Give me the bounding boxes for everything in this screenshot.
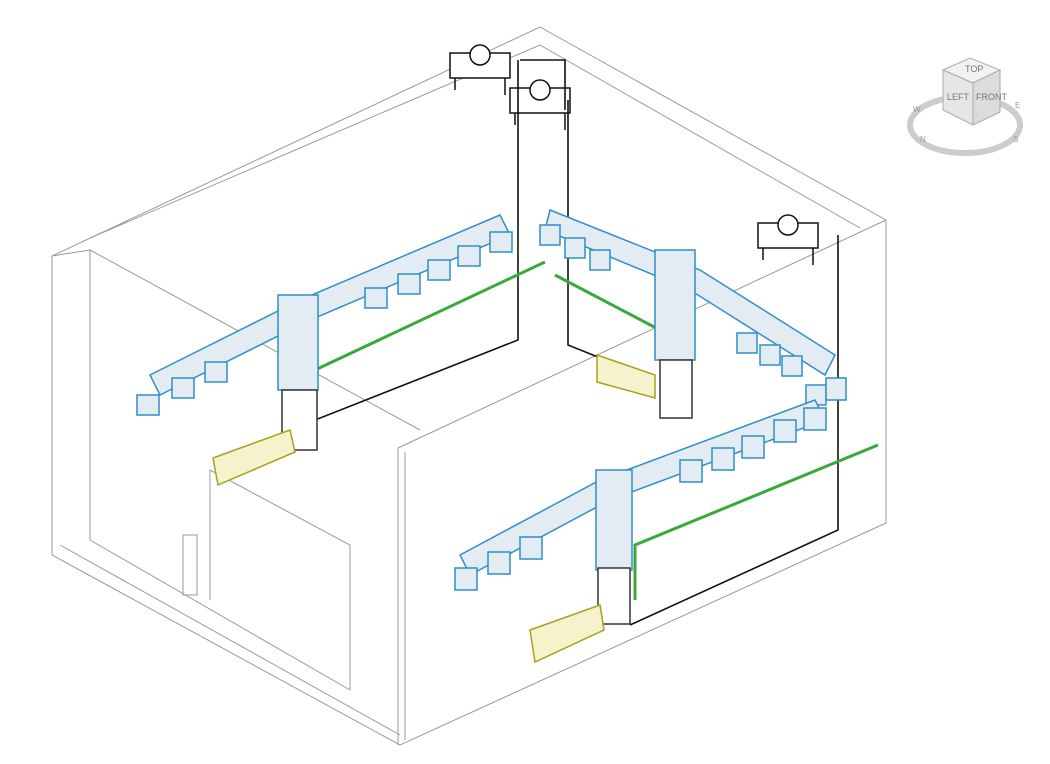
compass-e[interactable]: E [1015, 101, 1020, 110]
condenser-unit [449, 44, 511, 95]
viewcube-front-face[interactable] [972, 69, 1001, 126]
fresh-air-intakes [212, 353, 656, 664]
viewcube-top-label: TOP [965, 64, 983, 74]
building-walls [51, 26, 887, 746]
condenser-unit [509, 79, 571, 130]
condenser-units [449, 44, 819, 265]
viewcube-left-label: LEFT [947, 92, 970, 102]
duct-systems [136, 208, 847, 625]
compass-s[interactable]: S [1013, 135, 1018, 144]
compass-n[interactable]: N [920, 135, 926, 144]
compass-w[interactable]: W [913, 105, 921, 114]
viewcube-front-label: FRONT [976, 92, 1007, 102]
fan-coil-units [136, 231, 513, 416]
fan-coil-units [539, 224, 847, 406]
fan-coil-units [454, 407, 827, 591]
duct-system-1 [136, 214, 513, 451]
refrigerant-lines [314, 59, 839, 626]
duct-system-3 [454, 399, 827, 625]
duct-system-2 [539, 208, 847, 419]
condensate-pipes [314, 260, 879, 600]
viewcube[interactable]: TOP LEFT FRONT W E N S [905, 50, 1035, 160]
condenser-unit [757, 214, 819, 265]
